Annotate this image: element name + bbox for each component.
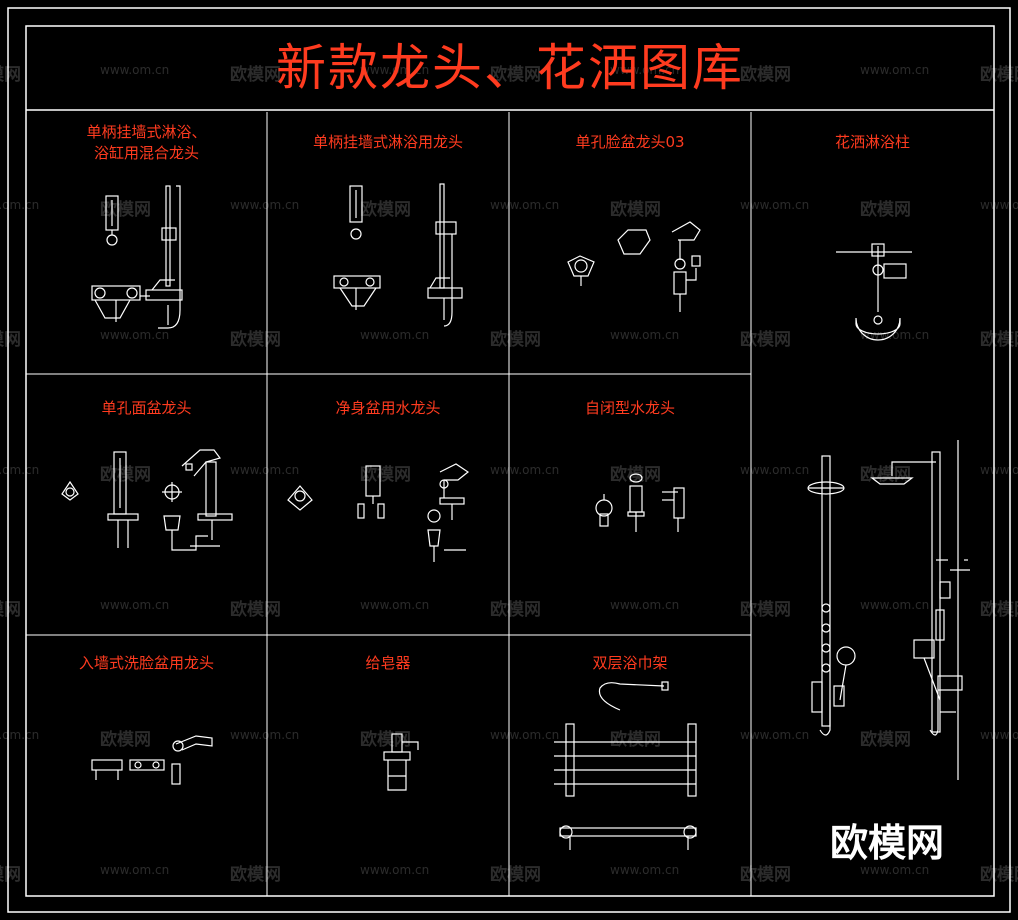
watermark-text: 欧模网	[0, 600, 21, 620]
watermark-text: 欧模网	[0, 65, 21, 85]
watermark-text: 欧模网	[230, 330, 281, 350]
watermark-url: www.om.cn	[0, 463, 40, 477]
watermark-text: 欧模网	[0, 865, 21, 885]
watermark-url: www.om.cn	[0, 198, 40, 212]
watermark-url: www.om.cn	[100, 598, 170, 612]
watermark-text: 欧模网	[740, 65, 791, 85]
watermark-url: www.om.cn	[490, 728, 560, 742]
brand-logo: 欧模网	[830, 821, 945, 865]
watermark-text: 欧模网	[230, 865, 281, 885]
watermark-text: 欧模网	[490, 330, 541, 350]
watermark-url: www.om.cn	[230, 463, 300, 477]
watermark-url: www.om.cn	[980, 728, 1018, 742]
watermark-text: 欧模网	[100, 730, 151, 750]
page-title: 新款龙头、花洒图库	[276, 39, 744, 97]
watermark-text: 欧模网	[490, 600, 541, 620]
cell-title-4: 花洒淋浴柱	[834, 133, 910, 151]
cell-title-5: 单孔面盆龙头	[101, 399, 192, 417]
grid-lines	[26, 112, 752, 896]
watermark-text: 欧模网	[980, 600, 1018, 620]
watermark-text: 欧模网	[490, 65, 541, 85]
cell-title-1: 单柄挂墙式淋浴、 浴缸用混合龙头	[26, 122, 267, 164]
watermark-url: www.om.cn	[980, 463, 1018, 477]
cell-title-1-line-1: 单柄挂墙式淋浴、	[86, 123, 207, 141]
soap-dispenser-drawing	[383, 733, 419, 791]
cell-title-9: 给皂器	[365, 654, 411, 672]
watermark-text: 欧模网	[100, 200, 151, 220]
watermark-url: www.om.cn	[360, 63, 430, 77]
watermark-url: www.om.cn	[860, 63, 930, 77]
watermark-text: 欧模网	[740, 600, 791, 620]
watermark-url: www.om.cn	[610, 863, 680, 877]
watermark-url: www.om.cn	[610, 598, 680, 612]
cell-title-3: 单孔脸盆龙头03	[575, 133, 685, 151]
watermark-text: 欧模网	[0, 330, 21, 350]
shower-column-drawing-top	[836, 243, 912, 341]
watermark-text: 欧模网	[490, 865, 541, 885]
watermark-text: 欧模网	[740, 330, 791, 350]
watermark-url: www.om.cn	[610, 63, 680, 77]
watermark-url: www.om.cn	[980, 198, 1018, 212]
faucet-drawing-2	[333, 183, 463, 327]
watermark-url: www.om.cn	[230, 198, 300, 212]
outer-frame	[7, 7, 1011, 913]
watermark-url: www.om.cn	[0, 728, 40, 742]
watermark-text: 欧模网	[980, 65, 1018, 85]
watermark-text: 欧模网	[610, 465, 661, 485]
watermark-text: 欧模网	[980, 865, 1018, 885]
cell-title-2: 单柄挂墙式淋浴用龙头	[312, 133, 463, 151]
watermark-url: www.om.cn	[740, 463, 810, 477]
towel-rack-drawing	[554, 681, 697, 850]
watermark-url: www.om.cn	[860, 863, 930, 877]
shower-column-drawing-elevation	[807, 440, 970, 780]
faucet-drawing-8	[91, 735, 213, 785]
watermark-text: 欧模网	[360, 465, 411, 485]
faucet-drawing-3	[567, 221, 701, 312]
watermark-url: www.om.cn	[740, 198, 810, 212]
watermark-url: www.om.cn	[360, 863, 430, 877]
watermark-url: www.om.cn	[230, 728, 300, 742]
faucet-drawing-7	[595, 473, 685, 532]
watermark-url: www.om.cn	[100, 863, 170, 877]
watermark-url: www.om.cn	[360, 328, 430, 342]
watermark-url: www.om.cn	[490, 463, 560, 477]
watermark-url: www.om.cn	[490, 198, 560, 212]
watermark-text: 欧模网	[860, 465, 911, 485]
watermark-url: www.om.cn	[860, 328, 930, 342]
watermark-text: 欧模网	[230, 65, 281, 85]
inner-frame	[25, 25, 995, 897]
faucet-drawing-1	[91, 185, 183, 329]
watermark-url: www.om.cn	[860, 598, 930, 612]
cell-title-8: 入墙式洗脸盆用龙头	[78, 654, 214, 672]
watermark-text: 欧模网	[230, 600, 281, 620]
watermark-url: www.om.cn	[740, 728, 810, 742]
faucet-drawing-5	[61, 449, 233, 551]
watermark-text: 欧模网	[980, 330, 1018, 350]
watermark-text: 欧模网	[360, 200, 411, 220]
watermark-text: 欧模网	[860, 200, 911, 220]
watermark-text: 欧模网	[610, 730, 661, 750]
cell-title-10: 双层浴巾架	[592, 654, 668, 672]
watermark-url: www.om.cn	[610, 328, 680, 342]
watermark-url: www.om.cn	[360, 598, 430, 612]
faucet-drawing-6	[287, 463, 470, 562]
cell-title-7: 自闭型水龙头	[584, 399, 675, 417]
watermark-text: 欧模网	[610, 200, 661, 220]
cell-title-6: 净身盆用水龙头	[335, 399, 441, 417]
cell-title-1-line-2: 浴缸用混合龙头	[93, 144, 199, 162]
watermark-url: www.om.cn	[100, 63, 170, 77]
watermark-text: 欧模网	[360, 730, 411, 750]
watermark-url: www.om.cn	[100, 328, 170, 342]
watermark-text: 欧模网	[740, 865, 791, 885]
watermark-text: 欧模网	[860, 730, 911, 750]
